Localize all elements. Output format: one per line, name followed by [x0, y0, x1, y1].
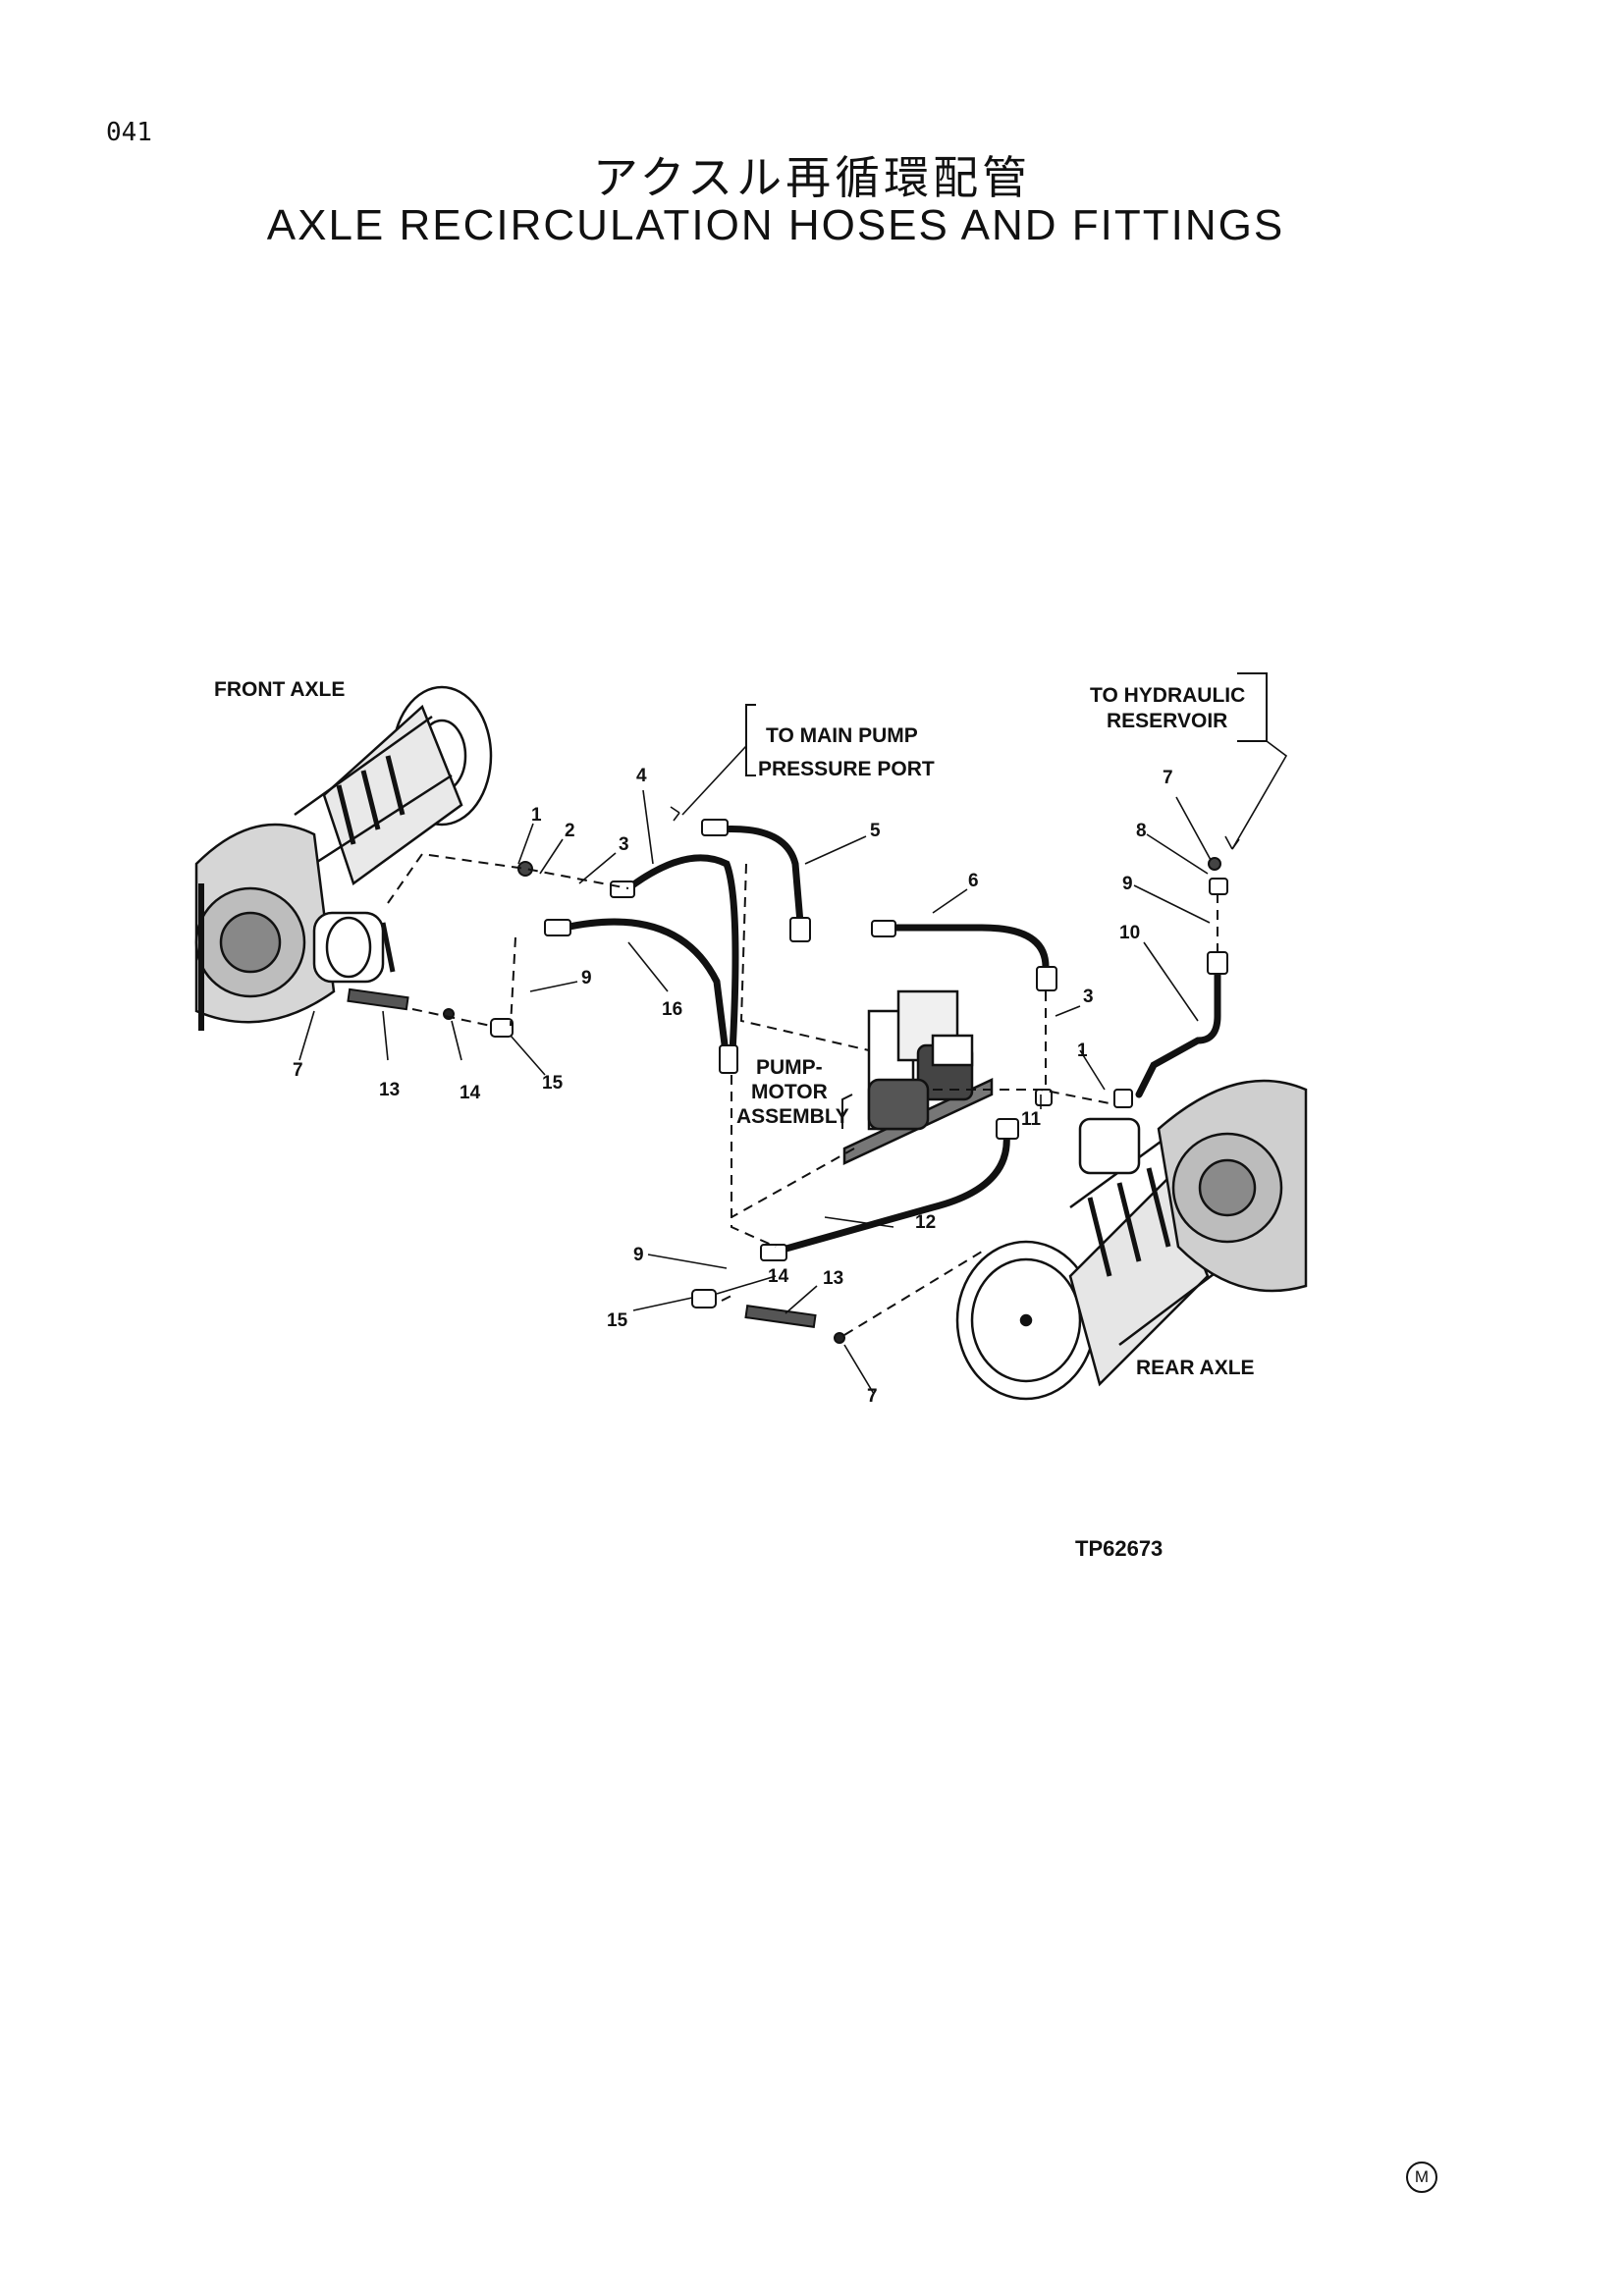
callout-14-front: 14: [460, 1083, 481, 1103]
callout-15-front: 15: [542, 1073, 564, 1094]
callout-1-rear: 1: [1077, 1041, 1088, 1061]
reservoir-label-line2: RESERVOIR: [1107, 710, 1228, 732]
hose-lines: [561, 825, 1221, 1255]
leader-lines: [298, 740, 1288, 1395]
page-number: 041: [106, 118, 152, 147]
callout-13-front: 13: [379, 1080, 401, 1100]
callout-4: 4: [636, 766, 647, 786]
pump-motor-drawing: [842, 989, 994, 1165]
callout-2: 2: [565, 821, 575, 841]
callout-3: 3: [619, 834, 629, 855]
pump-label-line1: PUMP-: [756, 1056, 823, 1079]
drawing-code: TP62673: [1075, 1536, 1164, 1561]
callout-7-front: 7: [293, 1060, 303, 1081]
callout-7: 7: [1163, 768, 1173, 788]
main-pump-label-line2: PRESSURE PORT: [758, 758, 935, 780]
callout-8: 8: [1136, 821, 1147, 841]
callout-13-rear: 13: [823, 1268, 844, 1289]
rear-axle-drawing: [955, 1079, 1308, 1401]
m-mark: M: [1406, 2162, 1437, 2193]
callout-9: 9: [1122, 874, 1133, 894]
front-axle-drawing: [194, 685, 493, 1031]
callout-9-rear: 9: [633, 1245, 644, 1265]
callout-6: 6: [968, 871, 979, 891]
callout-9-front: 9: [581, 968, 592, 988]
callout-11: 11: [1021, 1109, 1042, 1130]
pump-label-line2: MOTOR: [751, 1081, 828, 1103]
title-japanese: アクスル再循環配管: [592, 151, 1032, 204]
callout-12: 12: [915, 1212, 937, 1233]
front-axle-label: FRONT AXLE: [214, 678, 346, 701]
pump-label-line3: ASSEMBLY: [736, 1105, 849, 1128]
callout-7-rear: 7: [867, 1386, 878, 1407]
bolts: [347, 857, 1221, 1344]
reservoir-label-line1: TO HYDRAULIC: [1090, 684, 1246, 707]
main-pump-label-line1: TO MAIN PUMP: [766, 724, 918, 747]
label-brackets: [745, 672, 1268, 1129]
dashed-lines: [387, 852, 1218, 1336]
callout-1: 1: [531, 805, 542, 826]
callout-3-rear: 3: [1083, 987, 1094, 1007]
callout-15-rear: 15: [607, 1310, 628, 1331]
fittings: [490, 819, 1228, 1308]
callout-16: 16: [662, 999, 683, 1020]
title-english: AXLE RECIRCULATION HOSES AND FITTINGS: [266, 201, 1285, 249]
callout-10: 10: [1119, 923, 1141, 943]
callout-14-rear: 14: [768, 1266, 789, 1287]
callout-5: 5: [870, 821, 881, 841]
rear-axle-label: REAR AXLE: [1136, 1357, 1255, 1379]
